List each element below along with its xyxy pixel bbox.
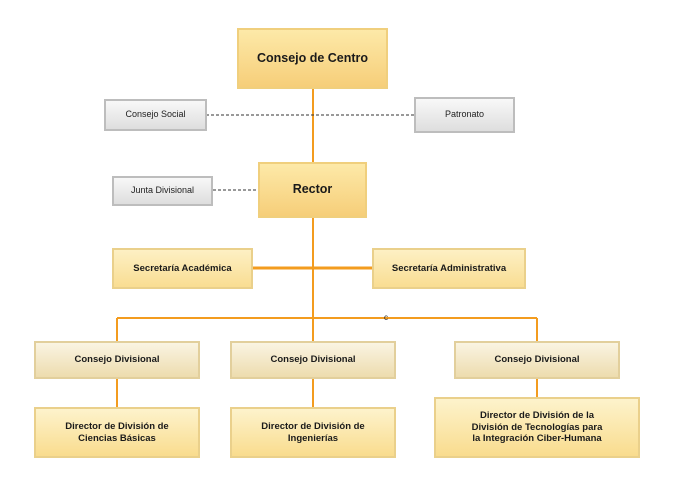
- node-junta-divisional[interactable]: Junta Divisional: [112, 176, 213, 206]
- node-consejo-social[interactable]: Consejo Social: [104, 99, 207, 131]
- node-label: Junta Divisional: [130, 185, 195, 196]
- node-rector[interactable]: Rector: [258, 162, 367, 218]
- node-consejo-divisional-2[interactable]: Consejo Divisional: [230, 341, 396, 379]
- node-director-ingenierias[interactable]: Director de División de Ingenierías: [230, 407, 396, 458]
- node-consejo-divisional-1[interactable]: Consejo Divisional: [34, 341, 200, 379]
- node-label: Patronato: [444, 109, 485, 120]
- node-label-line1: Director de División de: [65, 420, 169, 432]
- node-label: Consejo Divisional: [74, 354, 160, 366]
- node-label-line2: División de Tecnologías para: [471, 421, 603, 433]
- node-label: Consejo Divisional: [270, 354, 356, 366]
- node-director-tecnologias-ciber-humana[interactable]: Director de División de la División de T…: [434, 397, 640, 458]
- node-consejo-divisional-3[interactable]: Consejo Divisional: [454, 341, 620, 379]
- node-label-line2: Ciencias Básicas: [78, 432, 156, 444]
- node-label-line1: Director de División de la: [479, 409, 595, 421]
- marker-text: c: [384, 313, 388, 322]
- node-patronato[interactable]: Patronato: [414, 97, 515, 133]
- node-label: Consejo Divisional: [494, 354, 580, 366]
- node-consejo-de-centro[interactable]: Consejo de Centro: [237, 28, 388, 89]
- node-label-line3: la Integración Ciber-Humana: [472, 433, 602, 445]
- node-label: Consejo Social: [125, 109, 186, 120]
- node-label: Consejo de Centro: [256, 50, 369, 65]
- node-director-ciencias-basicas[interactable]: Director de División de Ciencias Básicas: [34, 407, 200, 458]
- node-label-line2: Ingenierías: [287, 432, 339, 444]
- node-secretaria-academica[interactable]: Secretaría Académica: [112, 248, 253, 289]
- node-label: Rector: [292, 182, 333, 197]
- node-secretaria-administrativa[interactable]: Secretaría Administrativa: [372, 248, 526, 289]
- node-label: Secretaría Académica: [133, 262, 232, 274]
- node-label: Secretaría Administrativa: [391, 262, 507, 274]
- node-label-line1: Director de División de: [261, 420, 365, 432]
